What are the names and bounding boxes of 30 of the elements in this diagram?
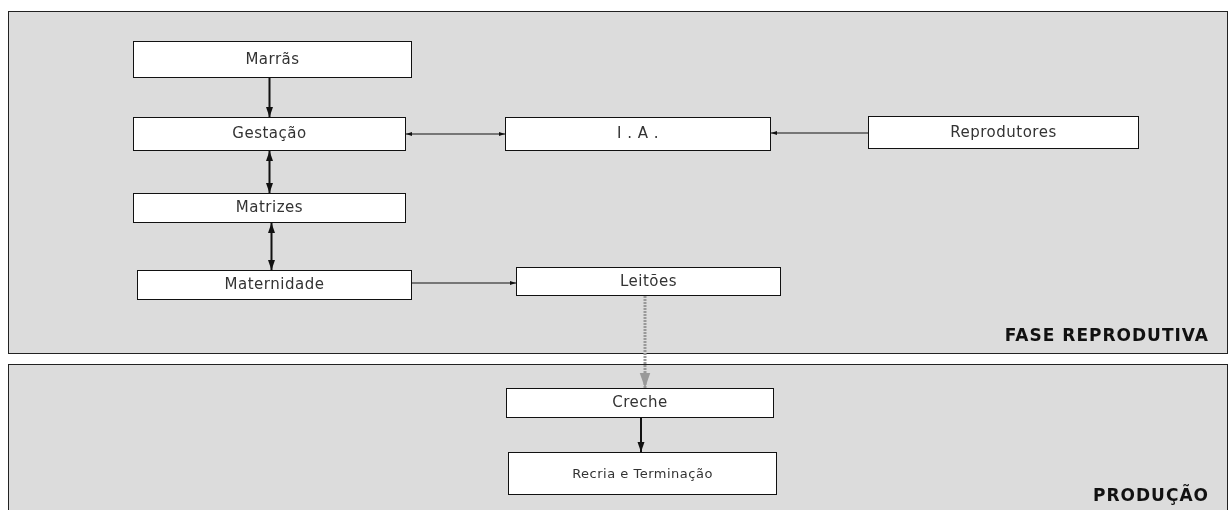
box-label: Gestação	[232, 126, 307, 142]
section-title: PRODUÇÃO	[1093, 485, 1209, 505]
process-box	[133, 41, 412, 78]
process-box	[133, 117, 406, 151]
arrow	[639, 296, 651, 388]
box-label: Leitões	[619, 273, 678, 290]
process-box	[133, 193, 406, 223]
arrow	[770, 130, 869, 136]
process-box	[516, 267, 781, 296]
arrow	[266, 77, 273, 118]
arrow	[268, 222, 275, 271]
section-panel	[8, 11, 1228, 354]
process-box	[868, 116, 1139, 149]
arrow	[411, 280, 517, 286]
box-label: Recria e Terminação	[572, 466, 713, 481]
box-label: Maternidade	[224, 277, 325, 293]
process-box	[506, 388, 774, 418]
box-label: Creche	[612, 395, 668, 411]
process-box	[137, 270, 412, 300]
process-box	[508, 452, 777, 495]
box-label: I . A .	[617, 126, 659, 142]
section-title: FASE REPRODUTIVA	[1004, 325, 1209, 345]
process-box	[505, 117, 771, 151]
section-panel	[8, 364, 1228, 510]
arrow	[405, 131, 506, 137]
arrow	[266, 150, 273, 194]
box-label: Reprodutores	[950, 124, 1057, 141]
arrow	[637, 417, 645, 453]
box-label: Matrizes	[235, 200, 304, 216]
box-label: Marrãs	[245, 51, 300, 68]
